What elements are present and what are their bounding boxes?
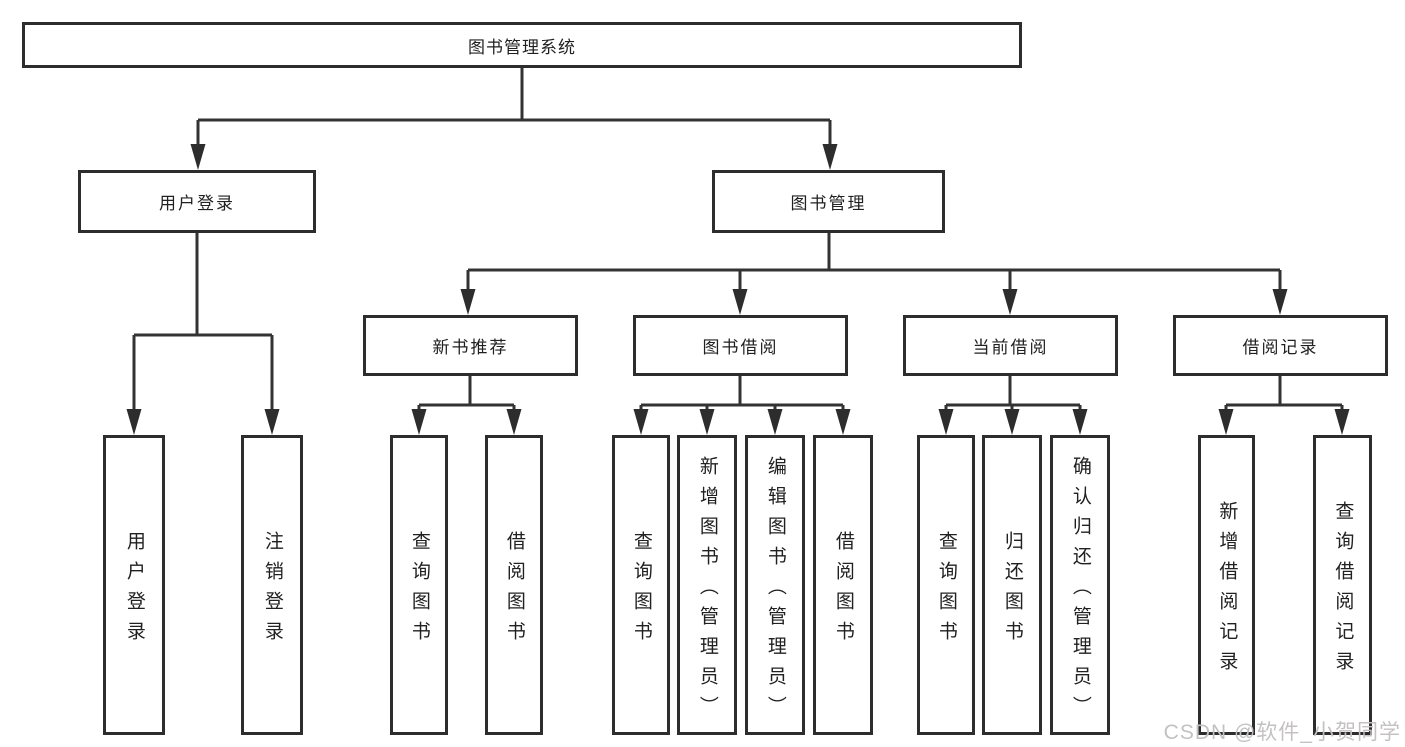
node-logout: 注销登录 xyxy=(241,435,303,735)
csdn-watermark: CSDN @软件_小贺同学 xyxy=(1163,721,1401,744)
node-edit-books-admin: 编辑图书（管理员） xyxy=(745,435,805,735)
node-book-management: 图书管理 xyxy=(712,170,945,233)
node-book-borrowing: 图书借阅 xyxy=(633,315,848,376)
node-label: 查询图书 xyxy=(935,530,957,651)
node-return-books: 归还图书 xyxy=(982,435,1042,735)
node-label: 新增借阅记录 xyxy=(1216,500,1238,681)
node-label: 归还图书 xyxy=(1001,530,1023,651)
node-label: 图书借阅 xyxy=(702,338,779,357)
node-label: 借阅图书 xyxy=(832,530,854,651)
node-query-books-borrow: 查询图书 xyxy=(612,435,670,735)
node-current-borrowing: 当前借阅 xyxy=(903,315,1118,376)
node-label: 借阅记录 xyxy=(1242,338,1319,357)
node-label: 图书管理系统 xyxy=(468,37,576,57)
node-label: 借阅图书 xyxy=(503,530,525,651)
node-query-books-recommend: 查询图书 xyxy=(390,435,448,735)
node-add-borrow-record: 新增借阅记录 xyxy=(1198,435,1255,735)
node-label: 查询图书 xyxy=(408,530,430,651)
node-label: 用户登录 xyxy=(123,530,145,651)
node-label: 编辑图书（管理员） xyxy=(764,455,786,726)
node-confirm-return-admin: 确认归还（管理员） xyxy=(1050,435,1110,735)
node-query-borrow-record: 查询借阅记录 xyxy=(1313,435,1372,735)
node-label: 用户登录 xyxy=(159,194,235,213)
node-add-books-admin: 新增图书（管理员） xyxy=(677,435,737,735)
node-label: 查询图书 xyxy=(630,530,652,651)
node-label: 新增图书（管理员） xyxy=(696,455,718,726)
node-borrow-books-recommend: 借阅图书 xyxy=(485,435,543,735)
node-library-management-system: 图书管理系统 xyxy=(22,22,1022,68)
node-label: 注销登录 xyxy=(261,530,283,651)
node-borrow-books: 借阅图书 xyxy=(813,435,873,735)
node-label: 新书推荐 xyxy=(432,338,509,357)
arrowheads xyxy=(126,144,1350,435)
node-user-login: 用户登录 xyxy=(78,170,316,233)
node-label: 确认归还（管理员） xyxy=(1069,455,1091,726)
node-label: 查询借阅记录 xyxy=(1332,500,1354,681)
node-borrowing-records: 借阅记录 xyxy=(1173,315,1388,376)
node-new-book-recommend: 新书推荐 xyxy=(363,315,578,376)
node-user-login-action: 用户登录 xyxy=(103,435,165,735)
node-label: 图书管理 xyxy=(790,194,867,213)
node-label: 当前借阅 xyxy=(972,338,1049,357)
node-query-books-current: 查询图书 xyxy=(917,435,975,735)
connector-segments xyxy=(132,68,1344,411)
